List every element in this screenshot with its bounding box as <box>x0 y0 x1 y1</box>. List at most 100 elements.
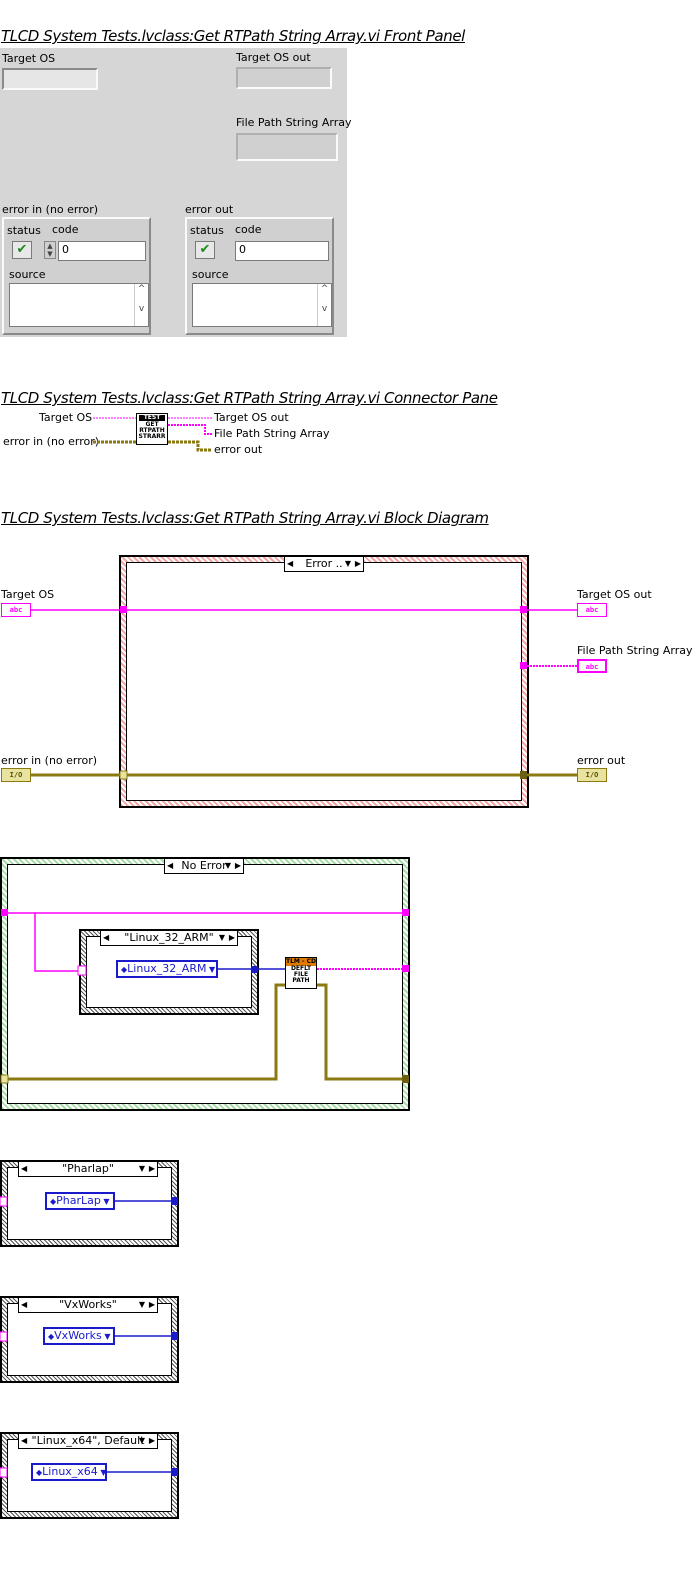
error-out-code-field: 0 <box>235 241 329 261</box>
error-in-source-scrollbar[interactable]: ^v <box>134 284 148 326</box>
bd-target-os-label: Target OS <box>1 588 55 601</box>
selector-terminal-icon <box>0 1331 8 1342</box>
target-os-out-label: Target OS out <box>236 51 311 64</box>
chevron-down-icon[interactable]: ▼ <box>218 933 225 942</box>
subvi-line: DEFLT <box>290 965 312 972</box>
cp-target-os-out-label: Target OS out <box>214 411 289 424</box>
cp-error-out-wire <box>168 440 212 452</box>
no-error-case-selector[interactable]: ◀ No Error ▼ ▶ <box>164 858 244 874</box>
chevron-down-icon[interactable]: ▼ <box>138 1436 145 1445</box>
bd-error-in-terminal[interactable]: I/O <box>1 768 31 782</box>
chevron-down-icon[interactable]: ▼ <box>344 559 351 568</box>
cp-file-path-wire <box>168 424 212 435</box>
pharlap-enum-constant[interactable]: ◆PharLap ▼ <box>45 1192 115 1210</box>
default-file-path-subvi[interactable]: TLM - CD DEFLT FILE PATH <box>285 957 317 989</box>
pharlap-selector-label: "Pharlap" <box>62 1162 114 1175</box>
bd-target-os-out-label: Target OS out <box>577 588 652 601</box>
subvi-line: PATH <box>292 977 310 984</box>
front-panel-title: TLCD System Tests.lvclass:Get RTPath Str… <box>1 27 465 45</box>
pharlap-case-selector[interactable]: ◀ "Pharlap" ▼ ▶ <box>18 1161 158 1177</box>
prev-case-icon[interactable]: ◀ <box>103 933 110 942</box>
target-os-control[interactable] <box>2 68 98 90</box>
vxworks-case-selector[interactable]: ◀ "VxWorks" ▼ ▶ <box>18 1297 158 1313</box>
ne-error-out-wire <box>317 983 405 1081</box>
target-os-label: Target OS <box>2 52 56 65</box>
error-in-label: error in (no error) <box>2 203 99 216</box>
prev-case-icon[interactable]: ◀ <box>21 1164 28 1173</box>
tunnel-icon <box>0 1074 9 1084</box>
file-path-array-indicator <box>236 133 338 161</box>
cp-file-path-label: File Path String Array <box>214 427 330 440</box>
cp-icon-line: STRARR <box>138 433 166 440</box>
error-in-code-spinner[interactable]: ▲▼ <box>44 241 56 259</box>
next-case-icon[interactable]: ▶ <box>148 1436 155 1445</box>
next-case-icon[interactable]: ▶ <box>228 933 235 942</box>
linux-arm-enum-label: Linux_32_ARM <box>127 962 207 975</box>
next-case-icon[interactable]: ▶ <box>148 1164 155 1173</box>
error-in-cluster: status code ✔ ▲▼ 0 source ^v <box>2 217 151 335</box>
chevron-down-icon[interactable]: ▼ <box>224 861 231 870</box>
cp-error-in-label: error in (no error) <box>3 435 100 448</box>
next-case-icon[interactable]: ▶ <box>148 1300 155 1309</box>
cp-icon-header: TEST <box>139 415 165 421</box>
next-case-icon[interactable]: ▶ <box>234 861 241 870</box>
prev-case-icon[interactable]: ◀ <box>21 1436 28 1445</box>
next-case-icon[interactable]: ▶ <box>354 559 361 568</box>
os-case-selector[interactable]: ◀ "Linux_32_ARM" ▼ ▶ <box>100 930 238 946</box>
tunnel-icon <box>402 1075 409 1083</box>
selector-terminal-icon <box>119 770 128 780</box>
error-case-structure[interactable] <box>119 555 529 808</box>
bd-file-path-terminal[interactable]: abc <box>577 659 607 673</box>
error-out-source-label: source <box>192 268 229 281</box>
chevron-down-icon[interactable]: ▼ <box>138 1164 145 1173</box>
error-in-code-field[interactable]: 0 <box>58 241 146 261</box>
file-path-array-label: File Path String Array <box>236 116 352 129</box>
error-in-code-label: code <box>52 223 79 236</box>
tunnel-icon <box>251 966 258 973</box>
front-panel: Target OS Target OS out File Path String… <box>0 48 352 337</box>
tunnel-icon <box>120 606 127 613</box>
tunnel-icon <box>520 606 527 613</box>
ne-error-in-wire <box>3 983 285 1081</box>
bd-file-path-label: File Path String Array <box>577 644 693 657</box>
cp-icon-line: GET <box>145 421 159 428</box>
vxworks-enum-constant[interactable]: ◆VxWorks ▼ <box>43 1327 115 1345</box>
tunnel-icon <box>171 1332 178 1340</box>
bd-target-os-terminal[interactable]: abc <box>1 603 31 617</box>
error-case-selector-label: Error .. <box>305 557 343 570</box>
error-out-source-field: ^v <box>192 283 332 327</box>
bd-error-out-label: error out <box>577 754 626 767</box>
tunnel-icon <box>402 965 409 972</box>
error-out-status-label: status <box>190 224 224 237</box>
connector-pane-icon: TEST GET RTPATH STRARR <box>136 413 168 445</box>
linux-x64-case-selector[interactable]: ◀ "Linux_x64", Default ▼ ▶ <box>18 1433 158 1449</box>
selector-terminal-icon <box>0 1467 8 1478</box>
error-in-source-field[interactable]: ^v <box>9 283 149 327</box>
selector-terminal-icon <box>77 965 87 976</box>
ne-selector-wire <box>34 913 80 972</box>
linux-x64-enum-constant[interactable]: ◆Linux_x64 ▼ <box>31 1463 107 1481</box>
vxworks-enum-label: VxWorks <box>54 1329 102 1342</box>
prev-case-icon[interactable]: ◀ <box>21 1300 28 1309</box>
error-in-source-label: source <box>9 268 46 281</box>
chevron-down-icon[interactable]: ▼ <box>138 1300 145 1309</box>
prev-case-icon[interactable]: ◀ <box>167 861 174 870</box>
linux-arm-enum-constant[interactable]: ◆Linux_32_ARM ▼ <box>116 960 218 978</box>
prev-case-icon[interactable]: ◀ <box>287 559 294 568</box>
tunnel-icon <box>171 1468 178 1476</box>
subvi-line: FILE <box>293 971 309 978</box>
subvi-header: TLM - CD <box>286 958 316 966</box>
bd-target-os-out-terminal[interactable]: abc <box>577 603 607 617</box>
error-in-status-checkbox[interactable]: ✔ <box>12 241 32 259</box>
tunnel-icon <box>402 909 409 916</box>
no-error-selector-label: No Error <box>181 859 227 872</box>
tunnel-icon <box>171 1197 178 1205</box>
error-out-source-scrollbar[interactable]: ^v <box>317 284 331 326</box>
os-case-selector-label: "Linux_32_ARM" <box>124 931 214 944</box>
cp-target-os-label: Target OS <box>39 411 93 424</box>
error-out-code-label: code <box>235 223 262 236</box>
bd-error-out-terminal[interactable]: I/O <box>577 768 607 782</box>
tunnel-icon <box>520 662 527 669</box>
connector-pane-title: TLCD System Tests.lvclass:Get RTPath Str… <box>1 389 498 407</box>
error-case-selector[interactable]: ◀ Error .. ▼ ▶ <box>284 556 364 572</box>
